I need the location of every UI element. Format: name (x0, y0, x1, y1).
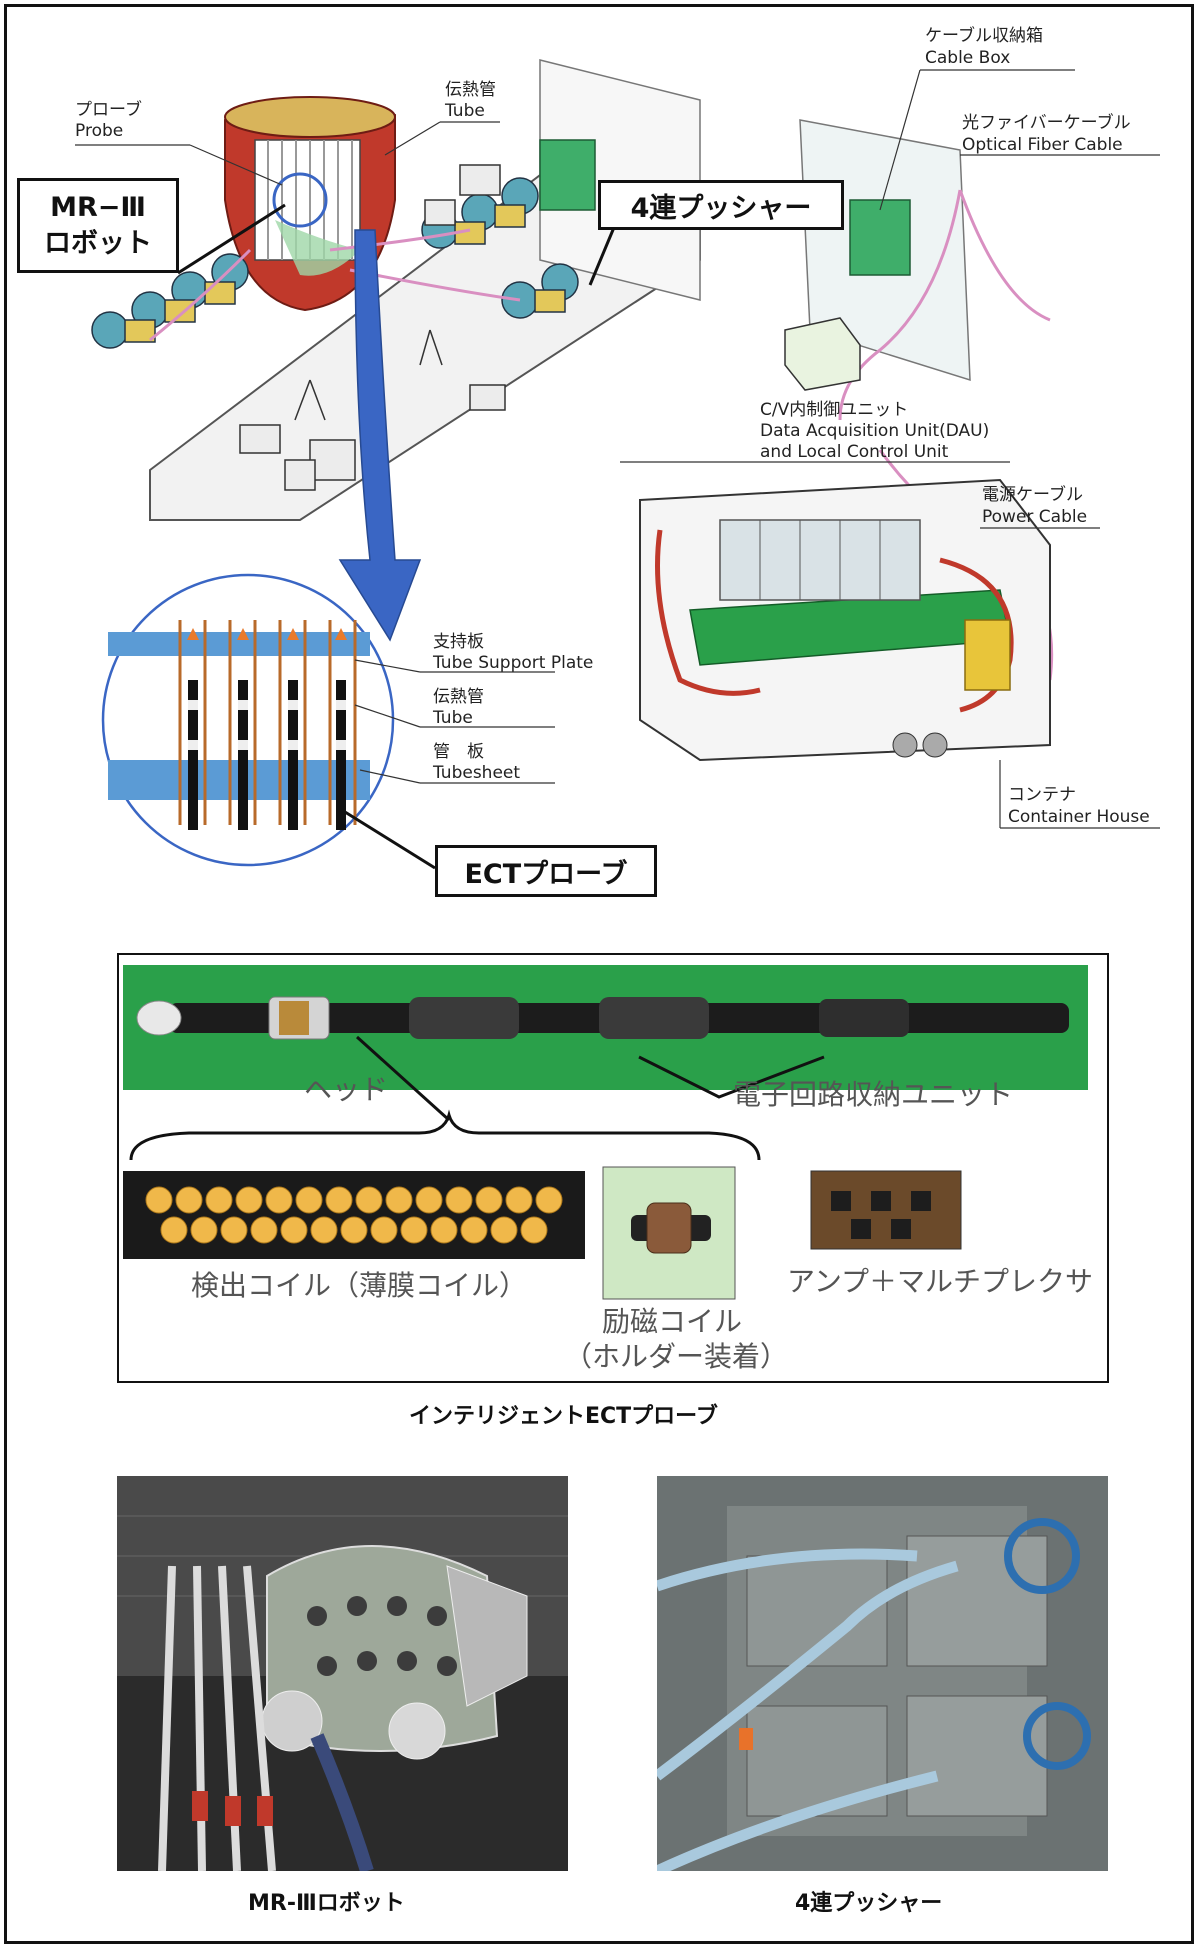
steam-generator (224, 96, 396, 312)
probe-label-en: Probe (75, 121, 124, 141)
support-plate-label-en: Tube Support Plate (433, 653, 594, 673)
electronics-label: 電子回路収納ユニット (733, 1078, 1014, 1111)
robot-photo (117, 1476, 568, 1871)
robot-callout-line2: ロボット (44, 227, 152, 259)
robot-callout-line1: MR−Ⅲ (50, 191, 146, 223)
pusher-photo-caption: 4連プッシャー (795, 1891, 943, 1916)
container-house (639, 478, 1051, 762)
ect-probe-drawing (123, 965, 1088, 1300)
tube2-label-en: Tube (433, 708, 473, 728)
detect-coil-label: 検出コイル（薄膜コイル） (191, 1269, 528, 1302)
dau-label-en1: Data Acquisition Unit(DAU) (760, 421, 990, 441)
tube2-label-jp: 伝熱管 (433, 687, 484, 707)
dau-label-en2: and Local Control Unit (760, 442, 949, 462)
ect-probe-panel: ヘッド 電子回路収納ユニット 検出コイル（薄膜コイル） 励磁コイル （ホルダー装… (117, 953, 1109, 1383)
leader-lines (75, 69, 1160, 829)
cable-box-label-jp: ケーブル収納箱 (925, 26, 1043, 46)
power-label-en: Power Cable (982, 507, 1088, 527)
system-diagram (75, 59, 1160, 870)
robot-photo-caption: MR-Ⅲロボット (248, 1891, 405, 1916)
ect-panel-caption: インテリジェントECTプローブ (409, 1404, 718, 1429)
pusher-photo-drawing (657, 1476, 1108, 1871)
power-label-jp: 電源ケーブル (982, 485, 1083, 505)
dau-label-jp: C/V内制御ユニット (760, 400, 909, 420)
pusher-photo (657, 1476, 1108, 1871)
container-label-en: Container House (1008, 807, 1150, 827)
callout-pointers (177, 203, 617, 870)
amp-mux-label: アンプ＋マルチプレクサ (787, 1265, 1094, 1298)
dau-box (784, 317, 861, 391)
ect-probe-callout: ECTプローブ (435, 845, 657, 897)
robot-photo-drawing (117, 1476, 568, 1871)
pusher-callout: 4連プッシャー (598, 180, 844, 230)
container-label-jp: コンテナ (1008, 785, 1076, 805)
tubesheet-label-en: Tubesheet (433, 763, 521, 783)
excite-coil-label1: 励磁コイル (602, 1305, 743, 1338)
support-plate-label-jp: 支持板 (433, 632, 484, 652)
excite-coil-label2: （ホルダー装着） (564, 1340, 789, 1373)
small-equipment (239, 164, 506, 491)
optical-label-jp: 光ファイバーケーブル (962, 113, 1131, 133)
cable-box-label-en: Cable Box (925, 48, 1011, 68)
robot-callout: MR−Ⅲ ロボット (17, 178, 179, 273)
tubesheet-label-jp: 管 板 (433, 742, 484, 762)
head-label: ヘッド (304, 1073, 389, 1106)
optical-label-en: Optical Fiber Cable (962, 135, 1123, 155)
tube-label-jp: 伝熱管 (445, 80, 496, 100)
green-cabinet-cablebox (849, 199, 911, 276)
probe-label-jp: プローブ (75, 100, 142, 120)
page-frame (4, 4, 1194, 1944)
blue-arrow (338, 229, 422, 642)
camera-tripods (294, 329, 443, 421)
ect-detail-circle (101, 573, 395, 867)
tube-label-en: Tube (445, 101, 485, 121)
green-cabinet-left (539, 139, 596, 211)
